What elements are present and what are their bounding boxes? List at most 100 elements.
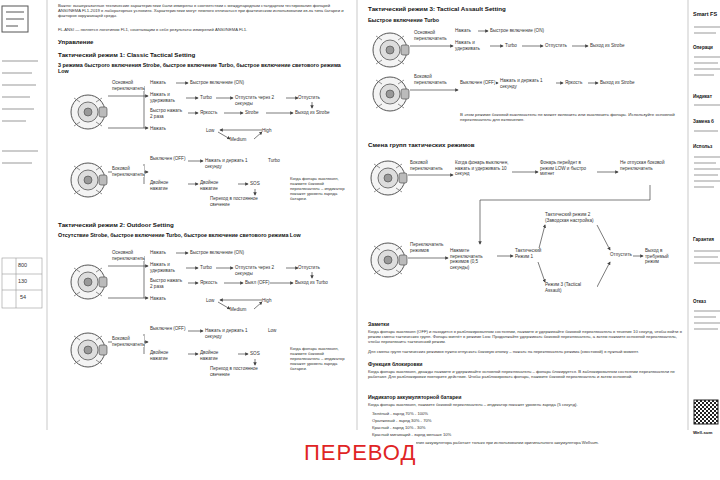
text-label: Нажать xyxy=(150,126,166,132)
text-label: Turbo xyxy=(268,158,280,164)
text-label: FL-ANSI — является логотипом FL1, сочета… xyxy=(58,27,348,32)
text-label: Переключатель режимов xyxy=(410,242,444,253)
section-heading: Заметки xyxy=(368,321,389,327)
section-heading: Тактический режим 3: Tactical Assault Se… xyxy=(368,5,506,12)
text-label: Выход в требуемый режим xyxy=(645,248,683,265)
text-label: 130 xyxy=(18,278,27,285)
text-label: Боковой переключатель xyxy=(112,336,144,347)
section-heading: Быстрое включение Turbo xyxy=(368,17,439,23)
text-label: Когда фонарь выключен, нажмите боковой п… xyxy=(290,176,348,201)
text-label: SOS xyxy=(250,351,260,357)
section-heading: Отсутствие Strobe, быстрое включение Tur… xyxy=(58,232,348,238)
text-label: Переход в постоянное свечение xyxy=(210,196,270,207)
text-label: Выключен (OFF) xyxy=(460,80,496,86)
text-label: Нажмите переключатель режимов (0,5 секун… xyxy=(450,248,495,270)
text-label: SOS xyxy=(250,181,260,187)
text-label: Нажать и держать 1 секунду xyxy=(205,328,265,339)
text-label: Важно: вышеуказанные технические характе… xyxy=(58,3,348,18)
text-label: Нажать xyxy=(455,28,471,34)
text-label: Фонарь перейдет в режим LOW и быстро миг… xyxy=(540,160,595,177)
text-label: Боковой переключатель xyxy=(414,74,446,85)
section-heading: Функция блокировки xyxy=(368,361,422,367)
text-label: Medium xyxy=(230,307,246,313)
text-label: Красный мигающий - заряд меньше 10% xyxy=(372,432,451,437)
text-label: Low xyxy=(206,298,214,304)
text-label: Когда фонарь выключен, дважды нажмите и … xyxy=(368,369,683,379)
text-label: Нажать xyxy=(150,80,166,86)
text-label: Основной переключатель xyxy=(112,250,144,261)
text-label: В этом режиме боковой выключатель не мож… xyxy=(460,112,680,123)
text-label: Выход из Turbo xyxy=(295,280,339,286)
text-label: Нажать и держать 1 секунду xyxy=(500,78,555,89)
section-heading: Отказ xyxy=(693,299,706,305)
section-heading: Смена групп тактических режимов xyxy=(368,141,475,148)
text-label: Когда фонарь выключен, нажмите боковой п… xyxy=(290,346,348,371)
section-heading: Индикатор аккумуляторной батареи xyxy=(368,394,461,400)
text-label: High xyxy=(262,128,271,134)
text-label: Выключен (OFF) xyxy=(150,156,186,162)
section-heading: Тактический режим 1: Classic Tactical Se… xyxy=(58,51,195,58)
text-label: Яркость xyxy=(200,110,217,116)
section-heading: Операци xyxy=(693,45,713,51)
text-label: Выход из Strobe xyxy=(590,43,625,49)
text-label: Отпустить xyxy=(298,265,320,271)
text-label: Turbo xyxy=(200,95,212,101)
text-label: Low xyxy=(206,128,214,134)
text-label: Двойное нажатие xyxy=(150,180,186,191)
text-label: 54 xyxy=(20,294,26,301)
text-label: Основной переключатель xyxy=(112,80,144,91)
section-heading: Smart FS xyxy=(693,11,717,18)
text-label: Выход из Strobe xyxy=(600,80,635,86)
text-label: Яркость xyxy=(200,280,217,286)
text-label: Зелёный - заряд 70% - 100% xyxy=(372,411,428,416)
text-label: Боковой переключатель xyxy=(112,166,144,177)
text-label: Low xyxy=(268,328,276,334)
section-heading: Гарантия xyxy=(693,237,714,243)
text-label: Красный - заряд 10% - 30% xyxy=(372,425,425,430)
text-label: Быстрое включение (ON) xyxy=(190,80,244,86)
text-label: Боковой переключатель xyxy=(410,160,444,171)
text-label: Быстро нажать 2 раза xyxy=(150,108,186,119)
section-heading: Тактический режим 2: Outdoor Setting xyxy=(58,221,174,228)
text-label: Нажать и держать 1 секунду xyxy=(205,158,265,169)
translation-caption: ПЕРЕВОД xyxy=(304,440,416,466)
text-label: Не отпуская боковой переключатель xyxy=(620,160,678,171)
text-label: Отпустить xyxy=(610,252,632,258)
text-label: Когда фонарь выключен, нажать и удержива… xyxy=(455,160,510,177)
text-label: Нажать xyxy=(150,250,166,256)
section-heading: 3 режима быстрого включения Strobe, быст… xyxy=(58,62,348,75)
text-label: Отпустить xyxy=(545,43,567,49)
text-label: Для смены групп тактических режимов нужн… xyxy=(368,349,683,354)
text-label: Turbo xyxy=(200,265,212,271)
text-label: Быстро нажать 2 раза xyxy=(150,278,186,289)
text-label: Двойное нажатие xyxy=(200,180,236,191)
section-heading: Индикат xyxy=(693,94,712,100)
text-label: Нажать и удерживать xyxy=(455,40,489,51)
text-label: Двойное нажатие xyxy=(200,350,236,361)
text-label: Turbo xyxy=(505,43,517,49)
text-label: Medium xyxy=(230,137,246,143)
text-label: Нажать и удерживать xyxy=(150,262,184,273)
section-heading: Использ xyxy=(693,144,712,150)
text-label: Быстрое включение (ON) xyxy=(490,28,550,34)
text-label: Основной переключатель xyxy=(414,30,446,41)
text-label: Выкл (OFF) xyxy=(245,280,270,286)
text-label: Отпустить xyxy=(298,95,320,101)
text-label: Нажать xyxy=(150,296,166,302)
text-label: Яркость xyxy=(565,80,582,86)
text-label: 800 xyxy=(18,262,27,269)
text-label: Двойное нажатие xyxy=(150,350,186,361)
text-label: Когда фонарь выключен, нажмите боковой п… xyxy=(368,402,683,407)
text-label: High xyxy=(262,298,271,304)
text-label: Отпустить через 2 секунды xyxy=(235,95,285,106)
section-heading: Управление xyxy=(58,39,93,46)
section-heading: Well-sum xyxy=(693,430,712,435)
text-label: Тактический Режим 1 xyxy=(515,248,539,259)
text-label: Режим 3 (Tactical Assault) xyxy=(545,282,597,293)
text-label: Выход из Strobe xyxy=(295,110,339,116)
text-label: Выключен (OFF) xyxy=(150,326,186,332)
text-label: Когда фонарь выключен (OFF) и находится … xyxy=(368,329,683,344)
text-label: Strobe xyxy=(245,110,259,116)
text-label: Быстрое включение (ON) xyxy=(190,250,244,256)
text-label: Отпустить через 2 секунды xyxy=(235,265,285,276)
